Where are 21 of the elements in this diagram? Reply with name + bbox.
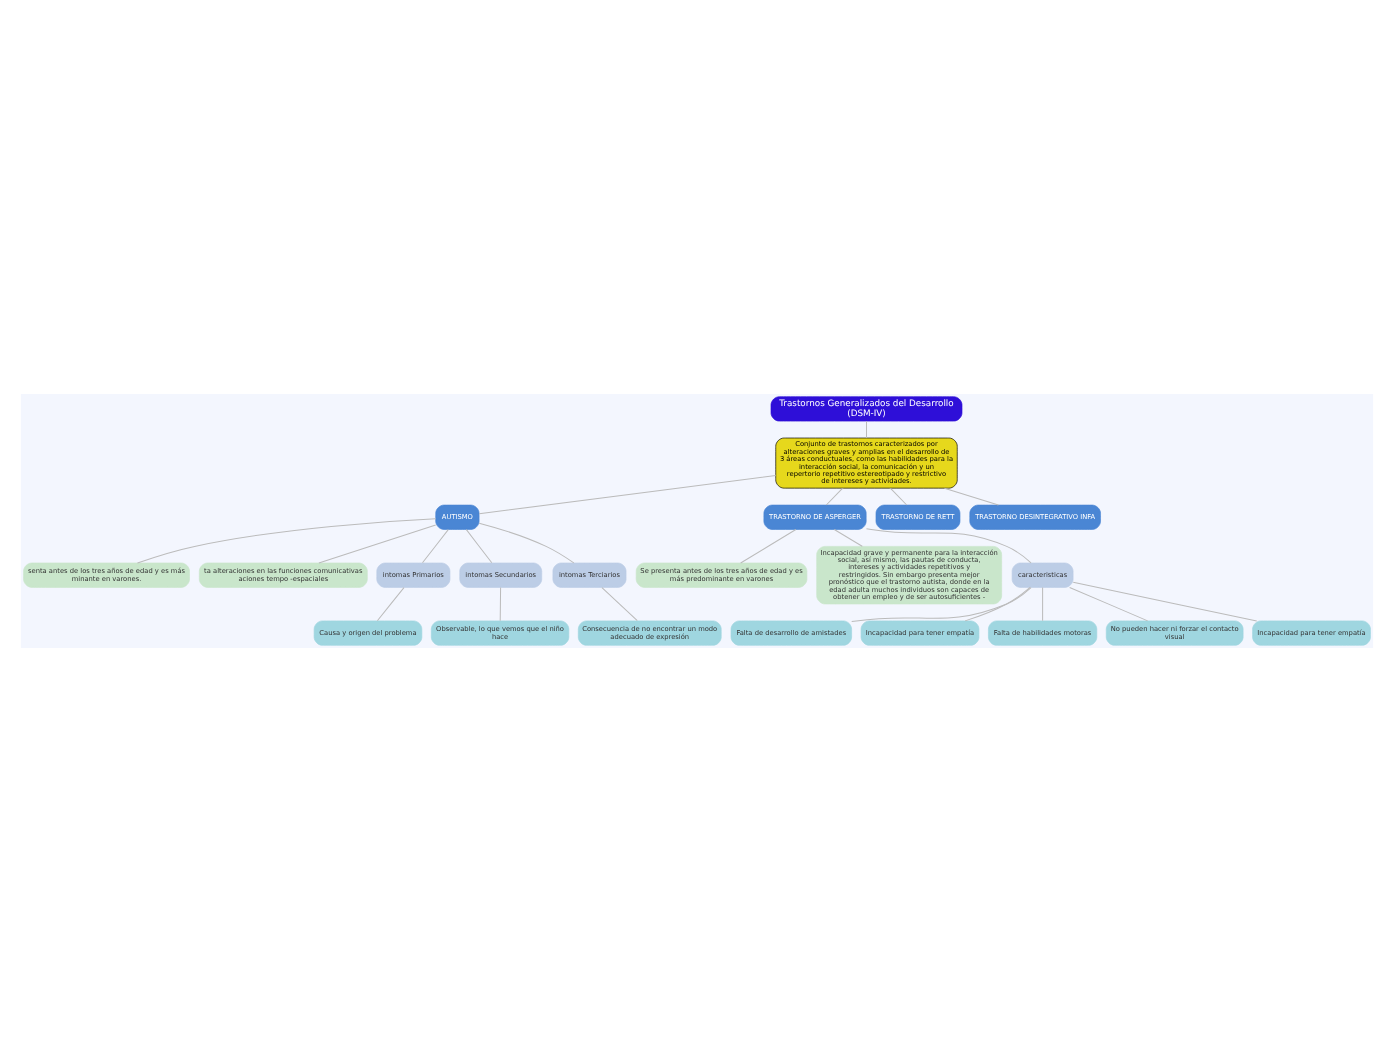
connector bbox=[1042, 586, 1044, 621]
connector bbox=[318, 523, 437, 563]
connector bbox=[866, 419, 867, 438]
connector bbox=[943, 486, 999, 505]
connector bbox=[740, 528, 797, 563]
connector bbox=[478, 521, 575, 563]
connector bbox=[499, 586, 502, 621]
connector bbox=[889, 486, 908, 505]
connector bbox=[376, 586, 405, 621]
connector bbox=[478, 474, 777, 514]
connector bbox=[465, 528, 493, 563]
connector bbox=[601, 586, 638, 621]
connector bbox=[1069, 585, 1149, 621]
connector bbox=[851, 586, 1032, 622]
connector bbox=[833, 528, 863, 546]
connector bbox=[964, 585, 1031, 621]
connector bbox=[1072, 580, 1258, 621]
connector bbox=[865, 527, 1032, 563]
connector bbox=[421, 528, 449, 563]
connector bbox=[137, 517, 437, 563]
connector bbox=[825, 486, 844, 505]
